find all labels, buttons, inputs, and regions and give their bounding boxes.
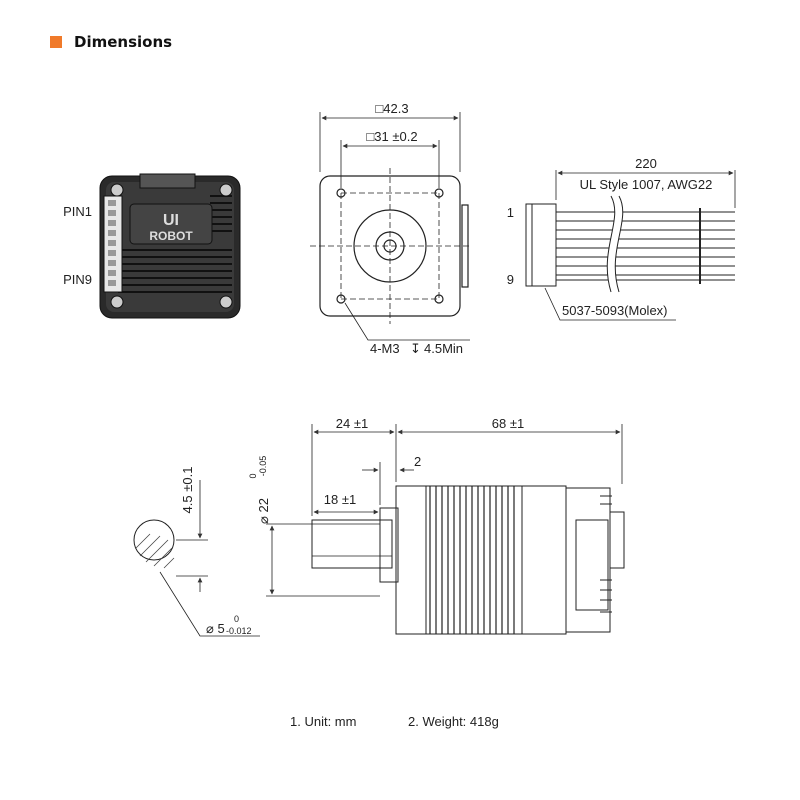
flange-outer-dim: □42.3 — [375, 101, 408, 116]
shaft-tol-lower: -0.012 — [226, 626, 252, 636]
cable-view — [525, 170, 736, 321]
cable-pin-last: 9 — [507, 272, 514, 287]
cable-pin-first: 1 — [507, 205, 514, 220]
hole-depth-label: 4.5Min — [424, 341, 463, 356]
flat-depth-dim: 4.5 ±0.1 — [180, 467, 195, 514]
shaft-section — [133, 480, 260, 637]
bolt-pitch-dim: □31 ±0.2 — [366, 129, 417, 144]
flange-view — [310, 112, 470, 341]
pilot-tol-upper: 0 — [248, 473, 258, 478]
shaft-length-dim: 24 ±1 — [336, 416, 368, 431]
pin-last-label: PIN9 — [63, 272, 92, 287]
pilot-tol-lower: -0.05 — [258, 456, 268, 477]
brand-logo-line2: ROBOT — [149, 229, 193, 243]
shaft-dia-dim: ⌀ 5 — [206, 621, 225, 636]
depth-symbol-icon: ↧ — [410, 341, 421, 356]
connector-part-label: 5037-5093(Molex) — [562, 303, 668, 318]
brand-logo-line1: UI — [163, 212, 179, 229]
note-weight: 2. Weight: 418g — [408, 714, 499, 729]
section-heading: Dimensions — [50, 33, 172, 51]
wire-spec-label: UL Style 1007, AWG22 — [580, 177, 713, 192]
cable-length-dim: 220 — [635, 156, 657, 171]
motor-rear-view: UI ROBOT PIN1 PIN9 — [63, 173, 241, 319]
boss-height-dim: 2 — [414, 454, 421, 469]
heading-bullet-icon — [50, 36, 62, 48]
note-unit: 1. Unit: mm — [290, 714, 357, 729]
body-length-dim: 68 ±1 — [492, 416, 524, 431]
flat-length-dim: 18 ±1 — [324, 492, 356, 507]
motor-side-view — [266, 424, 625, 635]
pin-first-label: PIN1 — [63, 204, 92, 219]
pilot-dia-dim: ⌀ 22 — [256, 498, 271, 524]
section-title: Dimensions — [74, 33, 173, 51]
shaft-tol-upper: 0 — [234, 614, 239, 624]
mounting-holes-label: 4-M3 — [370, 341, 400, 356]
